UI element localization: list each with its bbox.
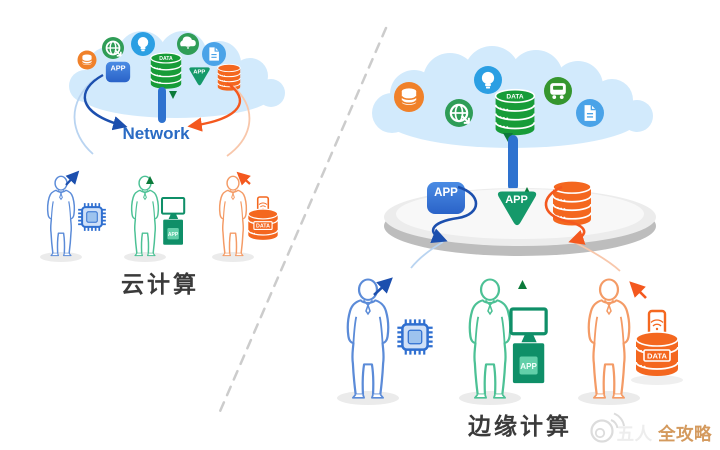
data-stack-phone-icon: [635, 331, 679, 377]
cloud-computing-label: 云计算: [121, 271, 199, 297]
shadow: [578, 391, 640, 405]
cpu-chip-icon: [396, 318, 434, 356]
shadow: [124, 252, 166, 262]
watermark-prefix: 五人: [617, 424, 653, 444]
person-blue: [346, 278, 390, 399]
divider-dashed-line: [216, 26, 388, 418]
platform-arrow-orange: [544, 185, 586, 245]
swoosh-light-blue: [410, 241, 444, 269]
up-triangle-icon: [146, 176, 154, 184]
shadow: [631, 375, 683, 385]
cloud-upload-icon: [177, 33, 199, 55]
edge-users: [337, 277, 683, 405]
shadow: [459, 391, 521, 405]
app-kiosk-icon: [160, 196, 186, 246]
edge-computing-section: 边缘计算: [337, 46, 683, 439]
edge-computing-label: 边缘计算: [468, 413, 572, 439]
watermark-text: 五人 全攻略: [617, 424, 712, 444]
up-triangle-icon: [518, 280, 527, 289]
globe-icon: [445, 99, 473, 127]
document-icon: [202, 42, 226, 66]
weibo-icon: [590, 412, 625, 443]
person-green: [468, 278, 512, 399]
app-kiosk-icon: [509, 307, 548, 385]
network-pipe: [508, 135, 518, 191]
cloud-orange-cylinder: [217, 63, 241, 92]
watermark: 五人 全攻略: [590, 412, 712, 444]
down-triangle-icon: [503, 133, 513, 142]
data-stack-phone-icon: [247, 208, 279, 241]
down-triangle-icon: [169, 91, 177, 99]
cloud-users: [40, 170, 279, 262]
database-icon: [77, 50, 97, 70]
cloud-app-badge: [105, 61, 131, 83]
left-cloud-icons: [77, 32, 226, 70]
swoosh-light-orange: [226, 85, 251, 157]
swoosh-light-blue: [73, 78, 96, 155]
up-arrow-blue: [373, 277, 393, 296]
up-arrow-blue: [65, 170, 80, 186]
cpu-chip-icon: [77, 202, 107, 232]
watermark-suffix: 全攻略: [657, 424, 712, 444]
network-arrow-orange: [187, 82, 242, 132]
cloud-computing-section: Network 云计算: [40, 31, 285, 297]
document-icon: [576, 99, 604, 127]
person-green: [130, 175, 160, 257]
database-icon: [394, 82, 424, 112]
shadow: [337, 391, 399, 405]
network-arrow-blue: [83, 73, 128, 131]
shadow: [212, 252, 254, 262]
globe-icon: [102, 37, 124, 59]
person-blue: [46, 175, 76, 257]
cloud-data-cylinder: [494, 88, 536, 137]
shadow: [40, 252, 82, 262]
person-orange: [587, 278, 631, 399]
idea-bulb-icon: [131, 32, 155, 56]
platform-arrow-blue: [430, 185, 478, 244]
cloud-data-cylinder: [150, 52, 182, 90]
idea-bulb-icon: [474, 66, 502, 94]
network-pipe: [158, 87, 166, 123]
right-cloud-icons: [394, 66, 604, 127]
person-orange: [218, 175, 248, 257]
train-icon: [544, 77, 572, 105]
up-arrow-orange: [236, 171, 251, 186]
network-label: Network: [122, 124, 190, 143]
up-arrow-orange: [629, 281, 647, 299]
